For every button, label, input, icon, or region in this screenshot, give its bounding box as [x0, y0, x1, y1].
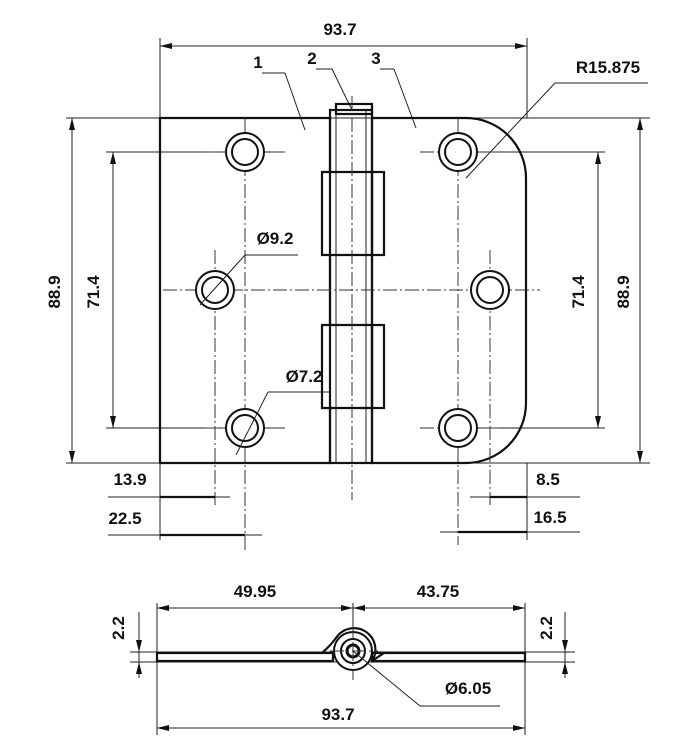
left-offset-inner-label: 13.9 [113, 470, 146, 489]
overall-width-label: 93.7 [323, 20, 356, 39]
part-label-3: 3 [371, 49, 380, 68]
right-height-dimension: 88.9 [614, 118, 643, 463]
pin-diameter-callout: Ø6.05 [352, 650, 500, 707]
side-right-width-label: 43.75 [417, 582, 460, 601]
center-lines [163, 96, 540, 550]
side-thickness-dimensions: 2.2 2.2 [109, 612, 568, 678]
hole-bottom-right [438, 408, 478, 448]
part-label-2: 2 [307, 49, 316, 68]
pin-diameter-label: Ø6.05 [445, 679, 491, 698]
right-offset-outer-label: 16.5 [533, 508, 566, 527]
hole-top-left [225, 132, 265, 172]
right-height-label: 88.9 [614, 275, 633, 308]
left-offset-outer-label: 22.5 [108, 509, 141, 528]
hole-diameter-large-callout: Ø9.2 [199, 229, 298, 306]
hole-top-right [438, 132, 478, 172]
right-hole-spacing-label: 71.4 [569, 275, 588, 309]
bottom-offset-dimensions: 13.9 22.5 8.5 16.5 [108, 463, 580, 540]
side-top-width-dimensions: 49.95 43.75 [156, 582, 526, 735]
right-hole-spacing-dimension: 71.4 [440, 151, 605, 429]
side-left-thickness-label: 2.2 [109, 616, 128, 640]
radius-label: R15.875 [576, 58, 640, 77]
part-label-1: 1 [253, 53, 262, 72]
side-view: 49.95 43.75 2.2 2.2 [109, 582, 575, 735]
side-right-thickness-label: 2.2 [537, 616, 556, 640]
left-hole-spacing-dimension: 71.4 [84, 151, 278, 429]
right-offset-inner-label: 8.5 [536, 470, 560, 489]
radius-dimension: R15.875 [465, 58, 648, 179]
knuckle-barrel [328, 102, 386, 465]
overall-width-dimension: 93.7 [159, 20, 528, 118]
hole-diameter-small-label: Ø7.2 [286, 367, 323, 386]
hole-diameter-large-label: Ø9.2 [257, 229, 294, 248]
hole-middle-right [470, 270, 510, 310]
left-height-dimension: 88.9 [45, 118, 75, 463]
side-left-width-label: 49.95 [234, 582, 277, 601]
hole-bottom-left [225, 408, 265, 448]
hole-diameter-small-callout: Ø7.2 [235, 367, 330, 456]
right-leaf [370, 116, 528, 465]
left-height-label: 88.9 [45, 275, 64, 308]
left-hole-spacing-label: 71.4 [84, 275, 103, 309]
top-view: 93.7 1 2 3 R15.875 88.9 [45, 20, 650, 550]
side-overall-width-dimension: 93.7 [157, 705, 525, 731]
side-overall-width-label: 93.7 [321, 705, 354, 724]
screw-holes [195, 132, 510, 448]
